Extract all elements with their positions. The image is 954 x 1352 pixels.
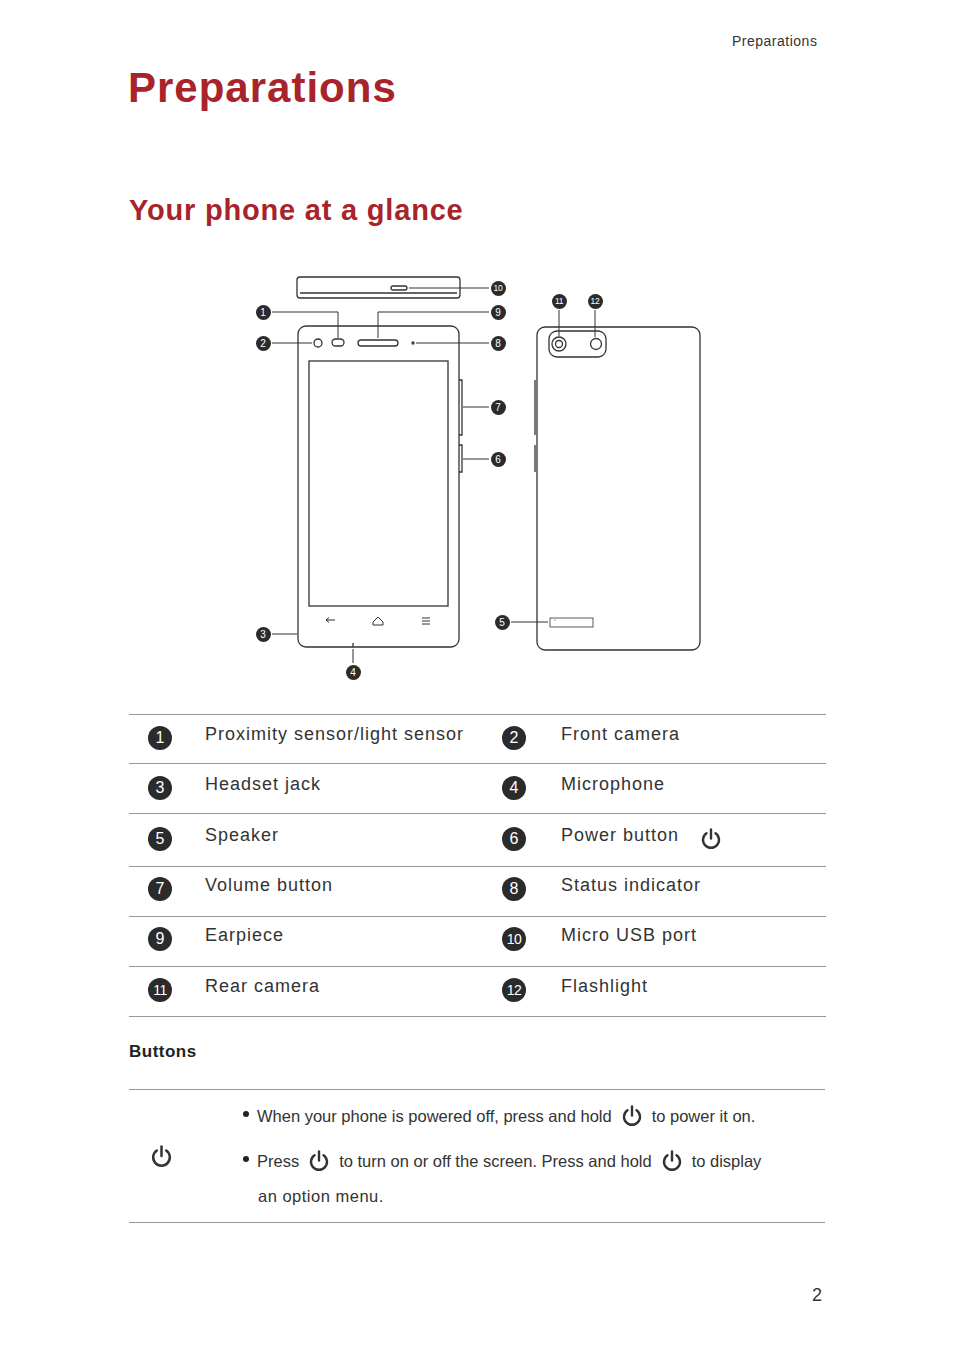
callout-number: 7 bbox=[491, 400, 506, 415]
table-cell: Rear camera bbox=[205, 976, 320, 997]
callout-number: 3 bbox=[256, 627, 271, 642]
callout-number: 1 bbox=[256, 305, 271, 320]
power-icon bbox=[153, 1147, 170, 1166]
callout-number: 9 bbox=[491, 305, 506, 320]
table-cell: Microphone bbox=[561, 774, 665, 795]
bullet-line: When your phone is powered off, press an… bbox=[257, 1103, 755, 1129]
table-cell: Flashlight bbox=[561, 976, 648, 997]
power-icon bbox=[307, 1149, 331, 1173]
table-cell: Status indicator bbox=[561, 875, 701, 896]
table-cell: Earpiece bbox=[205, 925, 284, 946]
bullet-text: an option menu. bbox=[258, 1187, 384, 1206]
power-icon bbox=[703, 830, 719, 848]
callout-number: 10 bbox=[502, 927, 526, 951]
callout-number: 3 bbox=[148, 776, 172, 800]
table-cell: Front camera bbox=[561, 724, 680, 745]
callout-number: 2 bbox=[256, 336, 271, 351]
callout-number: 2 bbox=[502, 726, 526, 750]
subheading: Buttons bbox=[129, 1042, 197, 1062]
bullet-text: Press bbox=[257, 1152, 299, 1171]
callout-number: 6 bbox=[502, 827, 526, 851]
callout-number: 4 bbox=[502, 776, 526, 800]
callout-number: 11 bbox=[552, 294, 567, 309]
table-cell: Headset jack bbox=[205, 774, 321, 795]
bullet-text: to power it on. bbox=[652, 1107, 756, 1126]
section-heading: Your phone at a glance bbox=[129, 194, 464, 227]
power-icon bbox=[620, 1104, 644, 1128]
page-title: Preparations bbox=[128, 64, 397, 112]
table-cell: Proximity sensor/light sensor bbox=[205, 724, 464, 745]
callout-number: 1 bbox=[148, 726, 172, 750]
table-cell: Speaker bbox=[205, 825, 279, 846]
table-cell: Micro USB port bbox=[561, 925, 697, 946]
callout-number: 11 bbox=[148, 978, 172, 1002]
callout-number: 6 bbox=[491, 452, 506, 467]
page-number: 2 bbox=[812, 1285, 822, 1306]
callout-number: 4 bbox=[346, 665, 361, 680]
table-cell: Power button bbox=[561, 825, 679, 846]
callout-number: 10 bbox=[491, 281, 506, 296]
callout-number: 8 bbox=[491, 336, 506, 351]
power-icon bbox=[660, 1149, 684, 1173]
bullet-text: to turn on or off the screen. Press and … bbox=[339, 1152, 651, 1171]
callout-number: 12 bbox=[502, 978, 526, 1002]
bullet-text: to display bbox=[692, 1152, 762, 1171]
bullet-text: When your phone is powered off, press an… bbox=[257, 1107, 612, 1126]
callout-number: 7 bbox=[148, 877, 172, 901]
running-header: Preparations bbox=[732, 33, 817, 49]
callout-number: 12 bbox=[588, 294, 603, 309]
table-cell: Volume button bbox=[205, 875, 333, 896]
bullet-line: Press to turn on or off the screen. Pres… bbox=[257, 1148, 761, 1174]
callout-number: 8 bbox=[502, 877, 526, 901]
callout-number: 5 bbox=[495, 615, 510, 630]
callout-number: 9 bbox=[148, 927, 172, 951]
callout-number: 5 bbox=[148, 827, 172, 851]
